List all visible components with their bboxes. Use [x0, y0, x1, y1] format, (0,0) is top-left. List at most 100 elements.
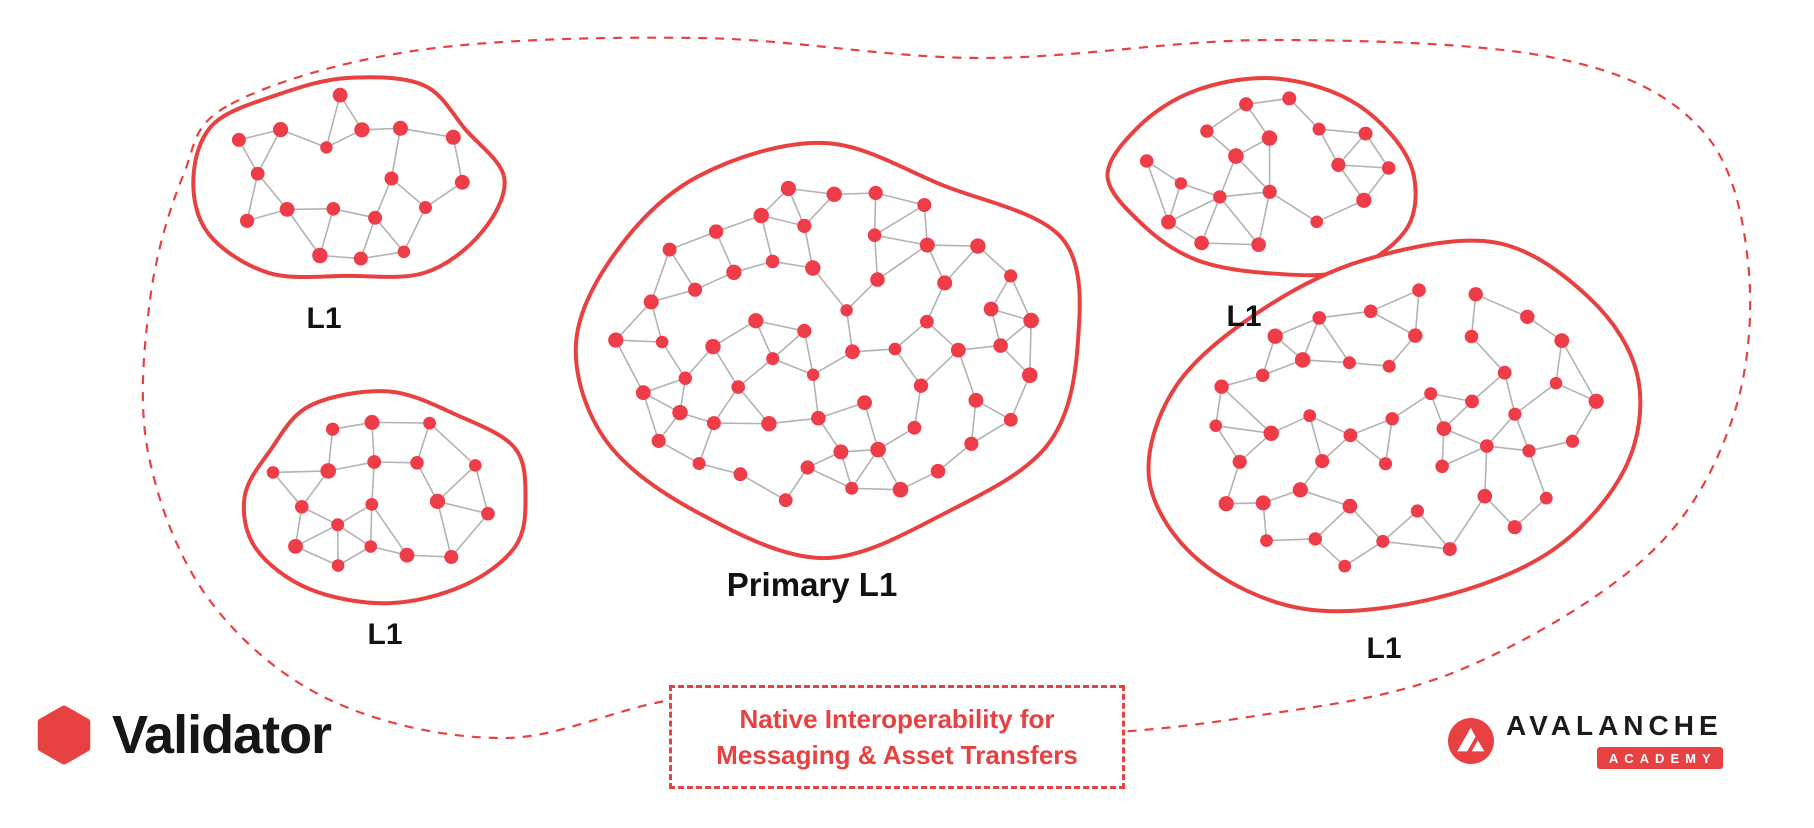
validator-node [326, 202, 341, 216]
validator-node [364, 540, 378, 553]
validator-node [1267, 328, 1283, 344]
peer-link [256, 129, 282, 174]
validator-node [907, 420, 922, 435]
peer-link [337, 524, 372, 548]
validator-node [870, 272, 885, 287]
validator-node [1465, 394, 1479, 409]
validator-node [1239, 97, 1254, 112]
validator-node [1363, 304, 1378, 319]
validator-node [1261, 130, 1278, 146]
validator-node [231, 132, 246, 147]
validator-node [365, 498, 379, 511]
brand-text-block: AVALANCHE ACADEMY [1506, 712, 1723, 769]
peer-link [1308, 415, 1323, 462]
peer-link [333, 208, 376, 219]
peer-link [371, 421, 430, 424]
peer-link [615, 339, 645, 394]
validator-node [1260, 534, 1273, 547]
peer-link [280, 128, 327, 149]
peer-link [1449, 495, 1486, 550]
validator-node [384, 171, 399, 186]
validator-node [481, 506, 495, 521]
peer-link [1471, 372, 1506, 403]
peer-link [760, 215, 774, 262]
validator-node [288, 539, 303, 554]
validator-node [806, 368, 820, 381]
validator-node [1251, 237, 1266, 252]
peer-link [360, 251, 405, 260]
validator-node [733, 467, 748, 482]
peer-link [851, 487, 901, 491]
peer-link [1484, 446, 1488, 497]
validator-nodes [1209, 283, 1604, 573]
validator-node [983, 301, 999, 317]
validator-node [1522, 444, 1536, 458]
peer-link [257, 173, 288, 210]
cluster-l1-top-left [191, 75, 507, 280]
peer-link [1370, 289, 1420, 313]
peer-link [1486, 445, 1530, 452]
validator-node [765, 254, 780, 269]
validator-node [273, 122, 289, 138]
peer-link [927, 244, 978, 247]
peer-link [1486, 413, 1516, 447]
validator-node [353, 251, 368, 266]
peer-link [877, 244, 928, 281]
peer-link [390, 177, 427, 209]
peer-link [894, 348, 922, 387]
peer-link [403, 207, 427, 253]
validator-node [845, 481, 859, 495]
validator-node [1376, 534, 1390, 548]
cluster-outline [241, 389, 528, 606]
validator-node [761, 416, 777, 432]
peer-link [1338, 164, 1389, 169]
peer-link [812, 267, 848, 311]
peer-link [713, 422, 769, 425]
cluster-l1-top-right [1105, 75, 1418, 278]
validator-node [1477, 488, 1493, 504]
peer-link [474, 465, 489, 514]
peer-link [1288, 97, 1320, 130]
peer-link [712, 346, 739, 388]
peer-link [390, 128, 402, 179]
peer-link [713, 386, 739, 424]
validator-node [1497, 365, 1512, 380]
peer-link [1314, 505, 1351, 540]
validator-node [1378, 457, 1393, 471]
peer-link [1391, 392, 1432, 420]
validator-node [1539, 491, 1553, 505]
peer-link [812, 374, 820, 419]
validator-node [1480, 439, 1494, 453]
validator-node [968, 392, 984, 408]
validator-node [970, 238, 986, 254]
validator-node [1358, 126, 1373, 141]
validator-node [833, 444, 849, 460]
interop-note-line2: Messaging & Asset Transfers [716, 740, 1078, 770]
peer-link [712, 320, 757, 348]
peer-link [1344, 540, 1384, 567]
validator-node [364, 414, 380, 430]
peer-link [1219, 191, 1270, 198]
validator-node [1342, 356, 1356, 370]
peer-link [436, 464, 476, 502]
peer-link [272, 470, 329, 474]
validator-node [1382, 359, 1396, 373]
validator-node [920, 314, 934, 329]
peer-link [740, 473, 787, 501]
peer-link [1235, 155, 1271, 193]
cluster-label-l1-top-left: L1 [306, 302, 342, 335]
validator-node [1549, 376, 1563, 390]
peer-link [1319, 310, 1371, 319]
validator-node [726, 264, 742, 280]
validator-node [320, 463, 337, 479]
validator-node [368, 210, 383, 225]
validator-node [705, 338, 721, 355]
validator-node [608, 332, 624, 348]
validator-node [240, 213, 255, 228]
peer-link [768, 417, 819, 425]
validator-node [845, 344, 860, 360]
validator-node [469, 459, 482, 472]
peer-link [1168, 196, 1221, 223]
validator-node [1282, 91, 1297, 106]
